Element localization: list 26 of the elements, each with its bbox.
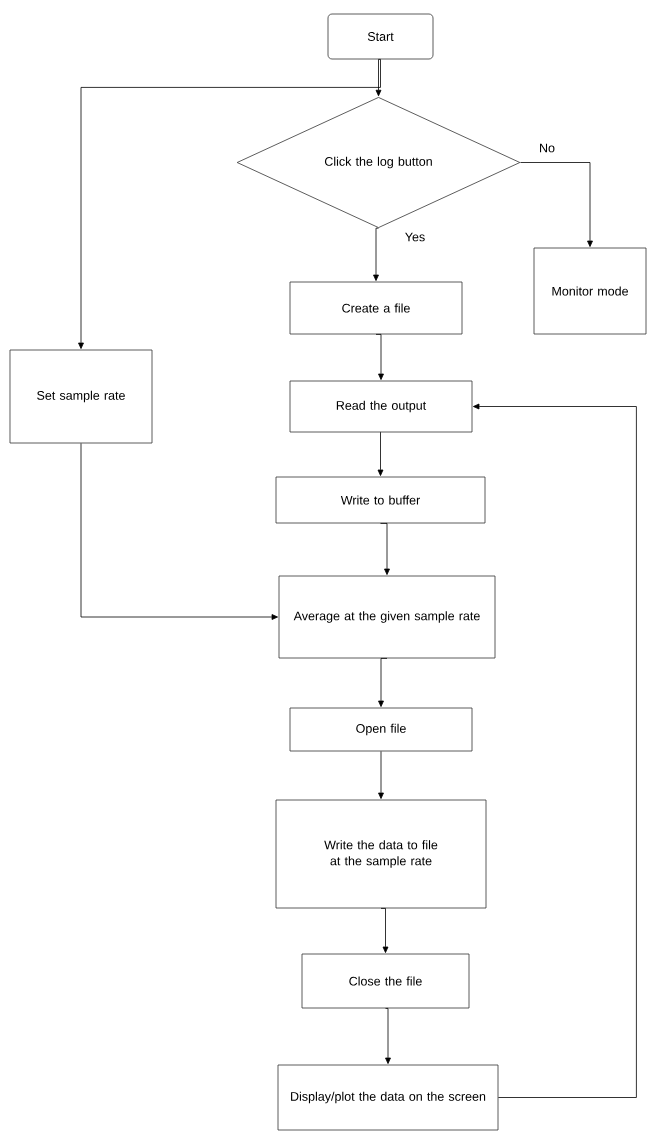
arrow xyxy=(378,658,388,707)
process-box: Display/plot the data on the screen xyxy=(277,1064,499,1131)
arrow xyxy=(373,227,379,281)
arrow xyxy=(520,162,593,247)
process-box: Write to buffer xyxy=(275,476,486,524)
arrow xyxy=(375,59,382,97)
arrow xyxy=(380,908,389,953)
process-box: Write the data to file at the sample rate xyxy=(275,799,487,909)
process-box: Set sample rate xyxy=(9,349,153,444)
process-box: Monitor mode xyxy=(533,247,647,335)
process-box: Read the output xyxy=(289,380,473,433)
process-box: Open file xyxy=(289,707,473,752)
arrow xyxy=(385,1008,391,1064)
arrow xyxy=(377,432,384,476)
process-box: Average at the given sample rate xyxy=(278,575,496,659)
arrow xyxy=(375,334,384,380)
start-box: Start xyxy=(327,13,434,60)
edge-label: No xyxy=(538,142,556,154)
arrow xyxy=(80,443,278,620)
process-box: Create a file xyxy=(289,281,463,335)
arrow xyxy=(380,523,390,575)
edge-label: Yes xyxy=(403,231,427,243)
process-box: Close the file xyxy=(301,953,470,1009)
arrow xyxy=(473,403,637,1098)
arrow xyxy=(378,751,384,799)
arrow xyxy=(78,59,381,349)
